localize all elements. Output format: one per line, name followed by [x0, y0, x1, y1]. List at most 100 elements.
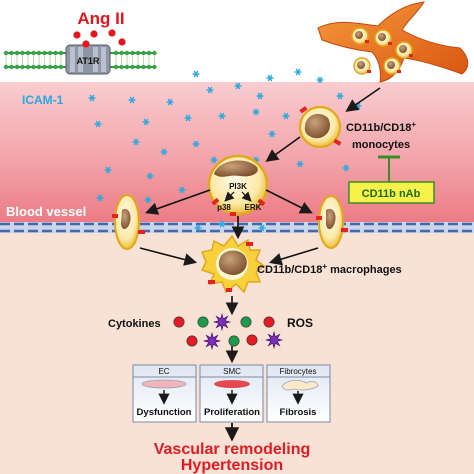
nab-box: [348, 181, 435, 204]
lipid-head: [36, 64, 42, 70]
lipid-head: [141, 64, 146, 70]
lipid-head: [124, 50, 130, 56]
cytokine-dot: [263, 316, 275, 328]
icam1-molecule: [266, 74, 274, 82]
icam1-molecule: [210, 156, 218, 164]
smc-box-header: SMC: [223, 367, 241, 376]
lipid-head: [31, 50, 36, 56]
lipid-head: [36, 50, 42, 56]
lipid-head: [53, 50, 58, 56]
erk-label: ERK: [245, 203, 262, 212]
ros-burst: [264, 330, 284, 350]
macrophages-label: CD11b/CD18+ macrophages: [257, 262, 402, 276]
ros-label: ROS: [287, 316, 313, 330]
lipid-head: [58, 50, 64, 56]
small-monocyte: [383, 57, 401, 75]
small-monocyte: [353, 57, 371, 75]
icam1-molecule: [96, 194, 104, 202]
lipid-head: [14, 50, 20, 56]
ang-ii-molecule: [108, 29, 116, 37]
icam1-molecule: [192, 70, 200, 78]
icam1-molecule: [166, 98, 174, 106]
ang-ii-molecules: [73, 29, 126, 48]
icam1-molecule: [218, 112, 226, 120]
smc-box: [199, 364, 264, 423]
ang-ii-molecule: [118, 38, 126, 46]
fibrocytes-box-result: Fibrosis: [280, 407, 317, 418]
lipid-head: [146, 50, 152, 56]
icam1-molecule: [144, 196, 152, 204]
icam1-molecules: [88, 68, 362, 232]
icam1-molecule: [296, 160, 304, 168]
icam1-molecule: [316, 76, 324, 84]
lipid-head: [135, 64, 141, 70]
icam1-molecule: [206, 86, 214, 94]
cytokine-dot: [240, 316, 252, 328]
lipid-head: [53, 64, 58, 70]
fibrocyte-top-right: [317, 1, 469, 83]
lipid-head: [20, 50, 25, 56]
outcome-line2: Hypertension: [181, 457, 283, 474]
lipid-head: [3, 64, 9, 70]
lipid-head: [113, 50, 119, 56]
macrophage: [200, 234, 266, 294]
icam1-molecule: [94, 120, 102, 128]
icam1-molecule: [234, 82, 242, 90]
cytokine-dot: [246, 334, 258, 346]
lipid-head: [130, 64, 135, 70]
emerging-monocytes: [351, 27, 413, 75]
macrophages-label-sup: +: [322, 262, 327, 271]
lipid-head: [152, 50, 157, 56]
endothelial-layer: [0, 222, 474, 233]
icam1-molecule: [184, 114, 192, 122]
fibrocytes-box-header: Fibrocytes: [280, 367, 317, 376]
lipid-head: [9, 50, 14, 56]
lipid-head: [20, 64, 25, 70]
icam1-molecule: [160, 148, 168, 156]
lipid-head: [119, 64, 124, 70]
at1r-label: AT1R: [77, 56, 100, 66]
adherent-cell-left: [112, 194, 145, 250]
lipid-head: [141, 50, 146, 56]
lipid-head: [130, 50, 135, 56]
flow-arrows: [139, 87, 381, 442]
lipid-head: [25, 50, 31, 56]
lipid-head: [135, 50, 141, 56]
cytokine-dot: [173, 316, 185, 328]
ec-box-result: Dysfunction: [137, 407, 192, 418]
ros-burst: [202, 331, 222, 351]
icam1-molecule: [194, 224, 202, 232]
ec-box: [132, 364, 197, 423]
lipid-head: [119, 50, 124, 56]
ang-ii-label: Ang II: [77, 9, 124, 28]
ang-ii-molecule: [90, 30, 98, 38]
p38-label: p38: [217, 203, 231, 212]
lipid-head: [58, 64, 64, 70]
monocytes-label-line1: CD11b/CD18+: [346, 120, 416, 134]
ang-ii-molecule: [73, 31, 81, 39]
icam1-molecule: [268, 130, 276, 138]
icam1-molecule: [342, 164, 350, 172]
lipid-head: [47, 50, 53, 56]
nab-label: CD11b nAb: [362, 188, 421, 200]
icam1-molecule: [252, 108, 260, 116]
lipid-head: [42, 64, 47, 70]
adherent-cell-right: [316, 195, 348, 249]
icam1-molecule: [128, 96, 136, 104]
icam1-molecule: [258, 224, 266, 232]
blood-vessel-label: Blood vessel: [6, 204, 86, 219]
lipid-head: [152, 64, 157, 70]
icam1-molecule: [336, 92, 344, 100]
lipid-head: [47, 64, 53, 70]
cytokine-dot: [197, 316, 209, 328]
icam1-molecule: [142, 118, 150, 126]
small-monocyte: [351, 27, 369, 45]
ec-box-header: EC: [158, 367, 169, 376]
outcome-line1: Vascular remodeling: [154, 441, 311, 458]
icam1-molecule: [104, 166, 112, 174]
icam1-molecule: [282, 112, 290, 120]
pi3k-to-erk-arrow: [241, 191, 252, 202]
monocytes-label-text: CD11b/CD18: [346, 122, 411, 134]
lipid-head: [9, 64, 14, 70]
